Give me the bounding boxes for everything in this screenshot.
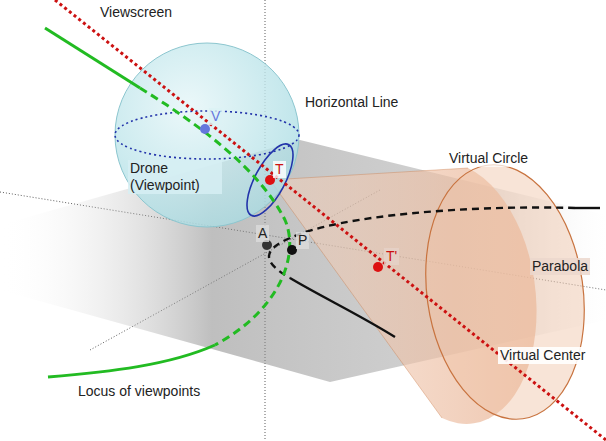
diagram-label: Horizontal Line <box>305 94 398 111</box>
locus-curve <box>140 88 290 345</box>
diagram-label: Drone (Viewpoint) <box>128 160 222 194</box>
diagram-label: Viewscreen <box>100 4 172 21</box>
diagram-label: Parabola <box>530 258 590 275</box>
cone-edge <box>270 168 468 180</box>
point-v <box>200 124 210 134</box>
horizontal-line-circle <box>238 138 302 223</box>
sight-line <box>55 0 606 440</box>
virtual-circle <box>410 154 600 429</box>
cone-edge <box>270 180 442 418</box>
parabola-near <box>290 278 395 337</box>
point-t-prime <box>373 262 383 272</box>
diagram-label: T' <box>384 248 399 265</box>
diagram-label: A <box>256 225 269 242</box>
locus-curve <box>48 345 215 377</box>
diagram-label: Locus of viewpoints <box>78 383 200 400</box>
diagram-label: Virtual Circle <box>447 150 530 167</box>
diagram-label: T <box>273 161 286 178</box>
diagram-label: P <box>296 232 309 249</box>
diagram-label: V <box>209 108 222 125</box>
diagram-label: Virtual Center <box>498 347 587 364</box>
parabola-end <box>575 207 600 209</box>
